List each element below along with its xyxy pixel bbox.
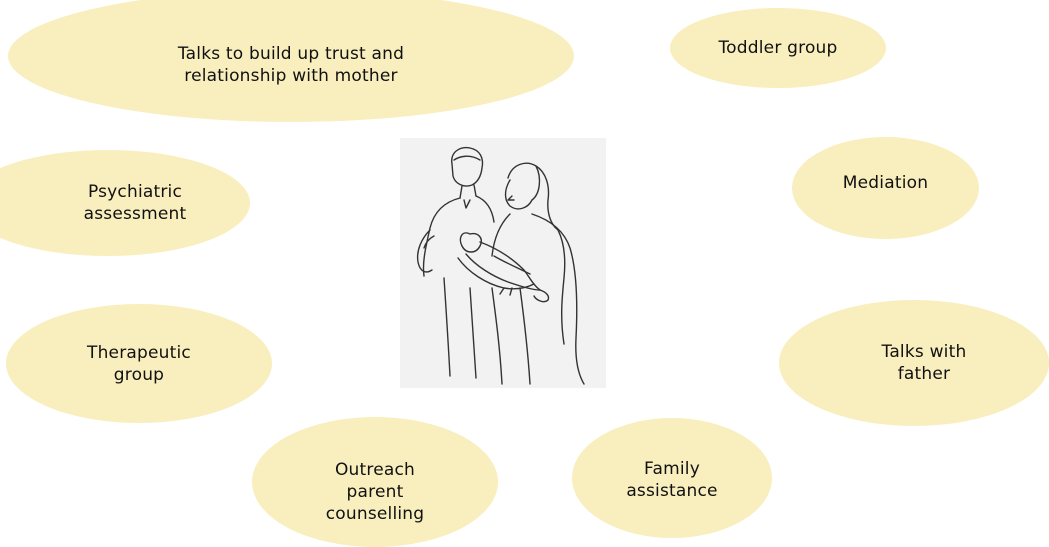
bubble-psychiatric-assessment-label: Psychiatric assessment	[83, 182, 187, 224]
bubble-family-assistance-label: Family assistance	[626, 459, 718, 501]
bubble-psychiatric-assessment: Psychiatric assessment	[0, 150, 250, 256]
family-with-baby-illustration	[400, 138, 606, 388]
bubble-talks-with-father-label: Talks with father	[881, 342, 967, 384]
bubble-trust-talks-label: Talks to build up trust and relationship…	[177, 44, 405, 86]
bubble-therapeutic-group: Therapeutic group	[6, 304, 272, 423]
bubble-talks-with-father: Talks with father	[779, 300, 1049, 426]
bubble-toddler-group-label: Toddler group	[718, 38, 838, 58]
bubble-outreach-counselling: Outreach parent counselling	[252, 417, 498, 547]
bubble-therapeutic-group-label: Therapeutic group	[87, 342, 191, 385]
bubble-family-assistance: Family assistance	[572, 418, 772, 538]
bubble-mediation: Mediation	[792, 137, 979, 239]
bubble-toddler-group: Toddler group	[670, 8, 886, 88]
bubble-trust-talks: Talks to build up trust and relationship…	[8, 0, 574, 122]
bubble-outreach-counselling-label: Outreach parent counselling	[325, 460, 425, 524]
bubble-mediation-label: Mediation	[842, 173, 929, 193]
